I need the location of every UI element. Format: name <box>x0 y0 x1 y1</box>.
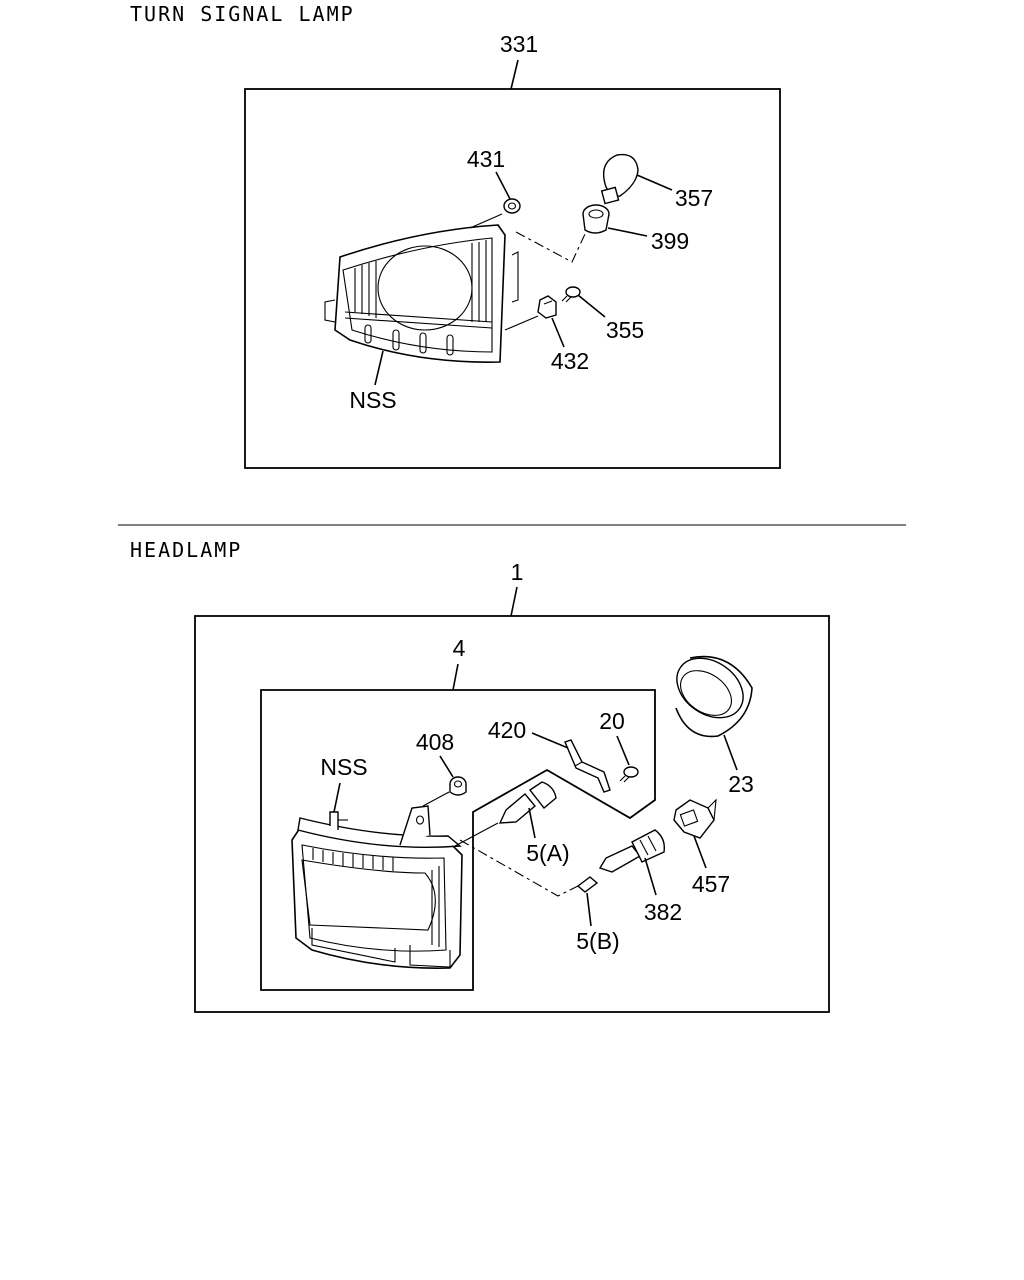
callout-382[interactable]: 382 <box>644 899 682 925</box>
callout-432[interactable]: 432 <box>551 348 589 374</box>
bracket-420[interactable] <box>564 739 611 793</box>
connector-457[interactable] <box>673 798 717 839</box>
leader-20 <box>616 735 630 766</box>
screw-20[interactable] <box>619 766 639 783</box>
assembly-line-5a <box>454 822 499 847</box>
turn-signal-lamp-housing[interactable] <box>324 224 519 363</box>
headlamp-section: HEADLAMP 1 4 <box>130 538 830 1013</box>
callout-4[interactable]: 4 <box>453 635 466 661</box>
callout-5a[interactable]: 5(A) <box>526 840 569 866</box>
headlamp-outer-frame <box>194 615 830 1013</box>
turn-signal-section-title: TURN SIGNAL LAMP <box>130 2 355 26</box>
callout-nss-headlamp[interactable]: NSS <box>320 754 367 780</box>
leader-nss-turn-signal <box>374 350 384 386</box>
bulb-5a[interactable] <box>454 781 557 847</box>
leader-399 <box>607 227 648 237</box>
leader-408 <box>439 755 454 778</box>
leader-382 <box>644 857 657 896</box>
screw-355[interactable] <box>561 286 581 303</box>
socket-399[interactable] <box>582 204 610 234</box>
callout-355[interactable]: 355 <box>606 317 644 343</box>
leader-331 <box>510 59 519 90</box>
leader-431 <box>495 171 511 200</box>
cap-23[interactable] <box>666 646 755 738</box>
callout-420[interactable]: 420 <box>488 717 526 743</box>
leader-432 <box>551 317 565 348</box>
callout-1[interactable]: 1 <box>511 559 524 585</box>
leader-457 <box>693 835 707 869</box>
clip-432[interactable] <box>537 295 557 319</box>
leader-5a <box>528 807 536 839</box>
leader-nss-headlamp <box>333 782 341 813</box>
callout-5b[interactable]: 5(B) <box>576 928 619 954</box>
leader-420 <box>531 732 569 749</box>
turn-signal-frame <box>244 88 781 469</box>
headlamp-subassembly-frame <box>260 689 656 991</box>
leader-4 <box>452 663 459 691</box>
assembly-line-432 <box>504 315 539 331</box>
bulb-357[interactable] <box>600 153 639 205</box>
socket-382[interactable] <box>598 829 665 873</box>
callout-331[interactable]: 331 <box>500 31 538 57</box>
assembly-line-5b <box>459 839 579 897</box>
grommet-408[interactable] <box>449 776 467 796</box>
callout-nss-turn-signal[interactable]: NSS <box>349 387 396 413</box>
leader-357 <box>636 174 673 191</box>
assembly-line-408 <box>422 791 450 807</box>
leader-5b <box>586 892 592 927</box>
bulb-5b[interactable] <box>576 876 599 893</box>
callout-20[interactable]: 20 <box>599 708 625 734</box>
leader-23 <box>723 734 738 771</box>
callout-457[interactable]: 457 <box>692 871 730 897</box>
callout-357[interactable]: 357 <box>675 185 713 211</box>
assembly-line-399 <box>515 231 586 263</box>
leader-355 <box>577 294 606 318</box>
leader-1 <box>510 586 518 617</box>
callout-399[interactable]: 399 <box>651 228 689 254</box>
headlamp-housing[interactable] <box>291 805 463 969</box>
assembly-line-431 <box>469 213 503 229</box>
callout-23[interactable]: 23 <box>728 771 754 797</box>
grommet-431[interactable] <box>503 198 521 214</box>
headlamp-section-title: HEADLAMP <box>130 538 242 562</box>
callout-431[interactable]: 431 <box>467 146 505 172</box>
turn-signal-lamp-section: TURN SIGNAL LAMP 331 <box>130 2 781 469</box>
callout-408[interactable]: 408 <box>416 729 454 755</box>
